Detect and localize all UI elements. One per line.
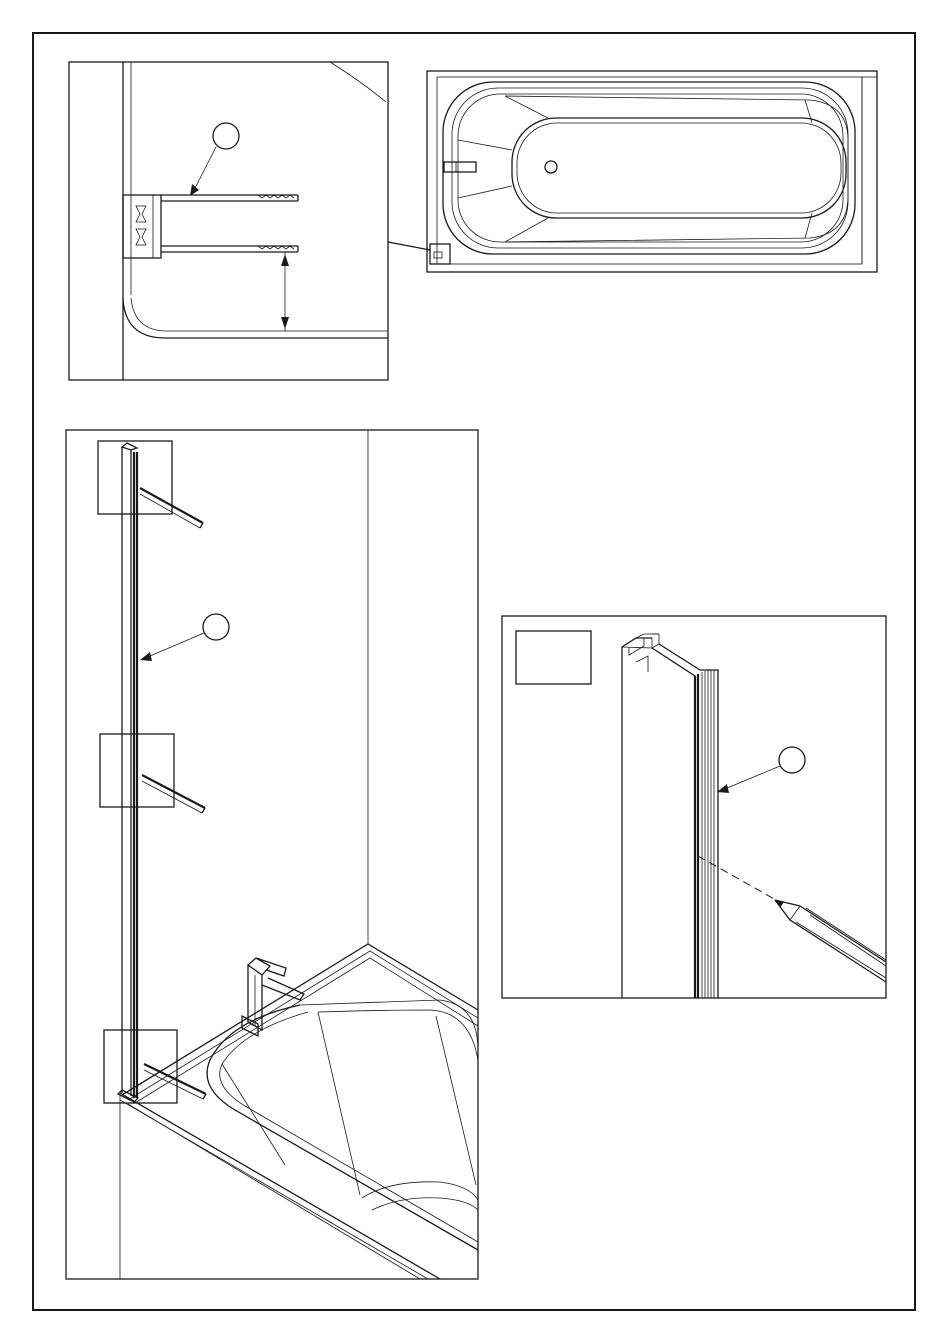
perspective-installation-view: [66, 430, 478, 1279]
detail-leader-line: [388, 242, 430, 250]
pencil-icon: [775, 900, 886, 982]
tap-icon: [444, 162, 476, 172]
notes-box: [516, 631, 591, 684]
detail-top-callout: [213, 123, 239, 149]
detail-panel-clearance: [69, 62, 388, 380]
marking-callout: [779, 747, 805, 773]
drain-icon: [545, 161, 557, 173]
wall-profile: [118, 443, 138, 1102]
bath-plan-view: [427, 71, 877, 272]
profile-callout: [203, 614, 229, 640]
marking-line: [698, 856, 776, 900]
sheet-border: [33, 33, 915, 1310]
screw-icon: [144, 1064, 206, 1099]
marking-detail-panel: [502, 616, 886, 998]
